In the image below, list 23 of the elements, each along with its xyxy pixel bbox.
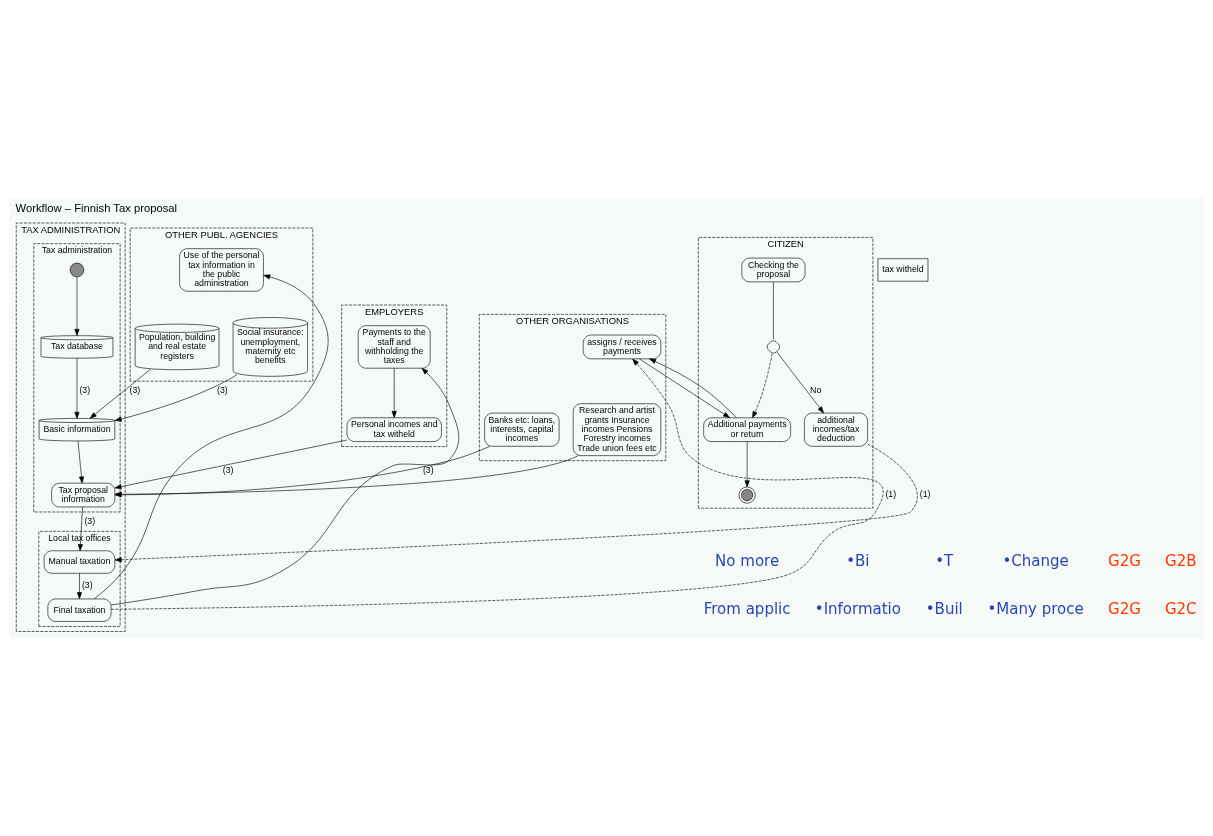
diagram-title: Workflow – Finnish Tax proposal — [15, 201, 178, 214]
label: From applic — [703, 599, 791, 618]
label: •Buil — [925, 599, 963, 618]
label: G2G — [1108, 551, 1141, 570]
edge-label: (3) — [79, 384, 91, 395]
label: •Informatio — [814, 599, 901, 618]
label: G2G — [1108, 599, 1141, 618]
edge-label: (3) — [129, 384, 141, 395]
edge-label: (3) — [217, 384, 228, 395]
label: G2B — [1165, 551, 1197, 570]
label: •T — [935, 551, 954, 570]
edge-label: (3) — [422, 464, 434, 475]
edge-label: (3) — [81, 579, 93, 590]
edge-label: (3) — [222, 464, 234, 475]
label: •Change — [1002, 551, 1069, 570]
edge-label: (1) — [885, 488, 897, 499]
label: G2C — [1164, 599, 1197, 618]
edge-label: (3) — [84, 515, 96, 526]
label: No more — [715, 551, 780, 570]
edge-label: No — [810, 384, 822, 395]
label: •Bi — [846, 551, 870, 570]
edge-label: (1) — [919, 488, 931, 499]
label: •Many proce — [987, 599, 1084, 618]
